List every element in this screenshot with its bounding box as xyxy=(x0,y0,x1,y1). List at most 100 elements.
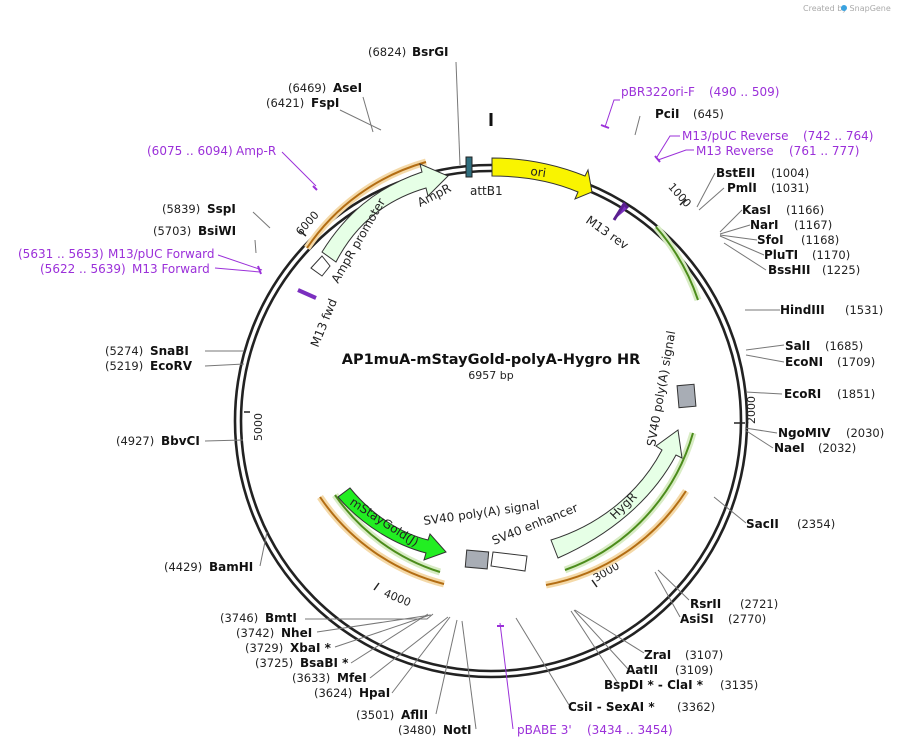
site-ecorv[interactable]: (5219) EcoRV xyxy=(105,359,193,373)
site-naei[interactable]: NaeI (2032) xyxy=(774,441,856,455)
orange-track-right xyxy=(545,490,687,586)
svg-text:(2032): (2032) xyxy=(818,441,856,455)
svg-text:(5274): (5274) xyxy=(105,344,143,358)
svg-text:AseI: AseI xyxy=(333,81,362,95)
svg-text:NheI: NheI xyxy=(281,626,312,640)
svg-text:(3742): (3742) xyxy=(236,626,274,640)
site-ngomiv[interactable]: NgoMIV (2030) xyxy=(778,426,884,440)
site-bspdi-clai[interactable]: BspDI * - ClaI * (3135) xyxy=(604,678,758,692)
site-bamhi[interactable]: (4429) BamHI xyxy=(164,560,253,574)
svg-text:1000: 1000 xyxy=(665,180,693,210)
svg-text:(6421): (6421) xyxy=(266,96,304,110)
site-bsteii[interactable]: BstEII (1004) xyxy=(716,166,809,180)
primer-amp-r[interactable]: (6075 .. 6094) Amp-R xyxy=(147,144,276,158)
tick-4000: 4000 xyxy=(373,582,413,609)
svg-text:(1531): (1531) xyxy=(845,303,883,317)
svg-text:PciI: PciI xyxy=(655,107,680,121)
svg-text:(761 .. 777): (761 .. 777) xyxy=(789,144,859,158)
svg-text:(5839): (5839) xyxy=(162,202,200,216)
site-csii-sexai[interactable]: CsiI - SexAI * (3362) xyxy=(568,700,715,714)
svg-text:(1166): (1166) xyxy=(786,203,824,217)
hygr-arrow[interactable] xyxy=(550,429,683,559)
site-sali[interactable]: SalI (1685) xyxy=(785,339,863,353)
site-bsiwi[interactable]: (5703) BsiWI xyxy=(153,224,236,238)
svg-text:M13 Forward: M13 Forward xyxy=(132,262,210,276)
svg-text:BsiWI: BsiWI xyxy=(198,224,236,238)
svg-text:(3725): (3725) xyxy=(255,656,293,670)
svg-text:FspI: FspI xyxy=(311,96,339,110)
site-kasi[interactable]: KasI (1166) xyxy=(742,203,824,217)
primer-leader-lines xyxy=(214,99,694,730)
site-asisi[interactable]: AsiSI (2770) xyxy=(680,612,766,626)
svg-text:EcoRV: EcoRV xyxy=(150,359,193,373)
site-ecori[interactable]: EcoRI (1851) xyxy=(784,387,875,401)
svg-text:(6824): (6824) xyxy=(368,45,406,59)
primer-m13-reverse[interactable]: M13 Reverse (761 .. 777) xyxy=(696,144,859,158)
attb1-label: attB1 xyxy=(470,184,503,198)
site-hpai[interactable]: (3624) HpaI xyxy=(314,686,390,700)
svg-text:NarI: NarI xyxy=(750,218,779,232)
svg-text:AflII: AflII xyxy=(401,708,428,722)
svg-text:(1709): (1709) xyxy=(837,355,875,369)
site-bsshii[interactable]: BssHII (1225) xyxy=(768,263,860,277)
svg-text:BspDI * - ClaI *: BspDI * - ClaI * xyxy=(604,678,704,692)
svg-text:(1168): (1168) xyxy=(801,233,839,247)
site-bbvci[interactable]: (4927) BbvCI xyxy=(116,434,200,448)
tick-1000: 1000 xyxy=(665,180,693,210)
site-bsrgi[interactable]: (6824) BsrGI xyxy=(368,45,449,59)
site-zrai[interactable]: ZraI (3107) xyxy=(644,648,723,662)
svg-text:SspI: SspI xyxy=(207,202,236,216)
mstaygold-arrow[interactable] xyxy=(337,487,447,561)
site-nhei[interactable]: (3742) NheI xyxy=(236,626,312,640)
svg-text:M13/pUC Reverse: M13/pUC Reverse xyxy=(682,129,789,143)
site-bmti[interactable]: (3746) BmtI xyxy=(220,611,297,625)
svg-text:(645): (645) xyxy=(693,107,724,121)
svg-text:(3135): (3135) xyxy=(720,678,758,692)
site-snabi[interactable]: (5274) SnaBI xyxy=(105,344,189,358)
primer-m13-puc-forward[interactable]: (5631 .. 5653) M13/pUC Forward xyxy=(18,247,215,261)
primer-pbr322ori-f[interactable]: pBR322ori-F (490 .. 509) xyxy=(621,85,779,99)
svg-text:(5219): (5219) xyxy=(105,359,143,373)
site-noti[interactable]: (3480) NotI xyxy=(398,723,472,737)
site-sspi[interactable]: (5839) SspI xyxy=(162,202,236,216)
site-sacii[interactable]: SacII (2354) xyxy=(746,517,835,531)
svg-text:NgoMIV: NgoMIV xyxy=(778,426,831,440)
site-hindiii[interactable]: HindIII (1531) xyxy=(780,303,883,317)
svg-text:(3362): (3362) xyxy=(677,700,715,714)
site-sfoi[interactable]: SfoI (1168) xyxy=(757,233,839,247)
svg-text:(1685): (1685) xyxy=(825,339,863,353)
svg-text:pBR322ori-F: pBR322ori-F xyxy=(621,85,695,99)
site-pmli[interactable]: PmlI (1031) xyxy=(727,181,809,195)
svg-text:(2770): (2770) xyxy=(728,612,766,626)
site-xbai[interactable]: (3729) XbaI * xyxy=(245,641,332,655)
attb1-marker xyxy=(465,156,473,178)
svg-text:BbvCI: BbvCI xyxy=(161,434,200,448)
svg-text:CsiI - SexAI *: CsiI - SexAI * xyxy=(568,700,655,714)
site-pcii[interactable]: PciI (645) xyxy=(655,107,724,121)
primer-pbabe-3[interactable]: pBABE 3' (3434 .. 3454) xyxy=(517,723,673,737)
site-bsabi[interactable]: (3725) BsaBI * xyxy=(255,656,349,670)
svg-text:(5631 .. 5653): (5631 .. 5653) xyxy=(18,247,104,261)
site-aatii[interactable]: AatII (3109) xyxy=(626,663,713,677)
site-mfei[interactable]: (3633) MfeI xyxy=(292,671,367,685)
svg-text:KasI: KasI xyxy=(742,203,771,217)
site-aflii[interactable]: (3501) AflII xyxy=(356,708,428,722)
svg-text:BamHI: BamHI xyxy=(209,560,253,574)
svg-text:M13 Reverse: M13 Reverse xyxy=(696,144,774,158)
site-pluti[interactable]: PluTI (1170) xyxy=(764,248,850,262)
site-econi[interactable]: EcoNI (1709) xyxy=(785,355,875,369)
site-nari[interactable]: NarI (1167) xyxy=(750,218,832,232)
site-fspi[interactable]: (6421) FspI xyxy=(266,96,339,110)
amp-r-arrow[interactable] xyxy=(321,163,449,263)
plasmid-length: 6957 bp xyxy=(468,369,513,382)
svg-text:(1167): (1167) xyxy=(794,218,832,232)
primer-m13-puc-reverse[interactable]: M13/pUC Reverse (742 .. 764) xyxy=(682,129,873,143)
primer-m13-forward[interactable]: (5622 .. 5639) M13 Forward xyxy=(40,262,210,276)
ori-arrow[interactable] xyxy=(491,157,593,200)
svg-text:BsrGI: BsrGI xyxy=(412,45,449,59)
svg-text:EcoNI: EcoNI xyxy=(785,355,823,369)
site-asei[interactable]: (6469) AseI xyxy=(288,81,362,95)
amp-r-promoter-arrow[interactable] xyxy=(310,255,331,277)
site-rsrii[interactable]: RsrII (2721) xyxy=(690,597,778,611)
